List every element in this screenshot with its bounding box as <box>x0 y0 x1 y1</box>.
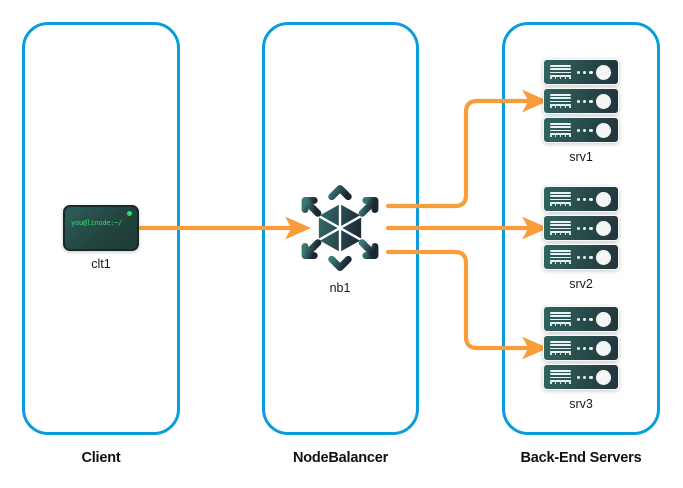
node-label-srv1: srv1 <box>569 150 593 164</box>
node-label-srv2: srv2 <box>569 277 593 291</box>
terminal-status-dot <box>127 211 132 216</box>
rack-ticks-icon <box>550 351 571 355</box>
rack-ticks-icon <box>550 231 571 235</box>
rack-knob-icon <box>596 123 611 138</box>
rack-unit <box>543 186 619 212</box>
rack-ticks-icon <box>550 133 571 137</box>
rack-ticks-icon <box>550 104 571 108</box>
rack-ticks-icon <box>550 380 571 384</box>
nodebalancer-hex-icon <box>294 182 386 274</box>
node-label-srv3: srv3 <box>569 397 593 411</box>
rack-knob-icon <box>596 192 611 207</box>
rack-unit <box>543 364 619 390</box>
zone-label-client: Client <box>81 450 121 466</box>
rack-ticks-icon <box>550 75 571 79</box>
rack-knob-icon <box>596 341 611 356</box>
rack-knob-icon <box>596 250 611 265</box>
rack-unit <box>543 59 619 85</box>
rack-knob-icon <box>596 312 611 327</box>
server-rack-icon-srv1 <box>543 59 619 143</box>
rack-dots-icon <box>577 129 593 133</box>
rack-dots-icon <box>577 100 593 104</box>
rack-unit <box>543 335 619 361</box>
rack-knob-icon <box>596 65 611 80</box>
rack-unit <box>543 244 619 270</box>
rack-dots-icon <box>577 376 593 380</box>
rack-knob-icon <box>596 94 611 109</box>
rack-knob-icon <box>596 221 611 236</box>
terminal-prompt-text: you@linode:~/ <box>71 219 122 227</box>
rack-ticks-icon <box>550 260 571 264</box>
rack-unit <box>543 215 619 241</box>
rack-dots-icon <box>577 198 593 202</box>
rack-dots-icon <box>577 318 593 322</box>
server-rack-icon-srv3 <box>543 306 619 390</box>
node-label-nb1: nb1 <box>329 281 351 295</box>
rack-unit <box>543 306 619 332</box>
rack-ticks-icon <box>550 322 571 326</box>
zone-label-backend-servers: Back-End Servers <box>520 450 642 466</box>
rack-dots-icon <box>577 71 593 75</box>
rack-unit <box>543 88 619 114</box>
node-label-clt1: clt1 <box>91 257 111 271</box>
rack-dots-icon <box>577 227 593 231</box>
rack-unit <box>543 117 619 143</box>
rack-ticks-icon <box>550 202 571 206</box>
rack-knob-icon <box>596 370 611 385</box>
server-rack-icon-srv2 <box>543 186 619 270</box>
rack-dots-icon <box>577 256 593 260</box>
terminal-icon: you@linode:~/ <box>63 205 139 251</box>
zone-label-nodebalancer: NodeBalancer <box>292 450 389 466</box>
rack-dots-icon <box>577 347 593 351</box>
